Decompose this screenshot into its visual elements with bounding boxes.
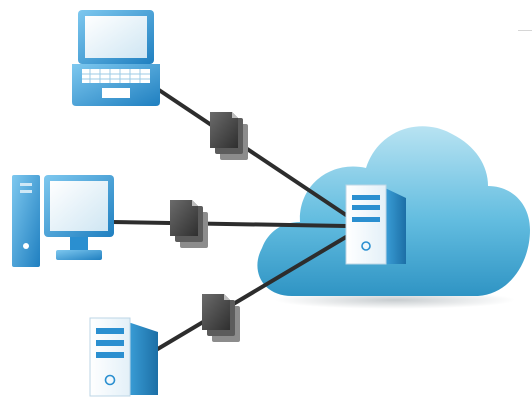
cloud-server-icon bbox=[345, 184, 406, 265]
document-stack-icon-desktop bbox=[170, 200, 208, 248]
desktop-monitor-icon bbox=[12, 175, 114, 267]
laptop-icon bbox=[72, 10, 160, 106]
server-connection-line bbox=[154, 235, 348, 352]
document-stack-icon-server bbox=[202, 294, 240, 342]
corner-divider bbox=[518, 30, 532, 31]
document-stack-icon-laptop bbox=[210, 112, 248, 160]
desktop-connection-line bbox=[110, 220, 348, 228]
server-tower-icon bbox=[89, 317, 158, 397]
